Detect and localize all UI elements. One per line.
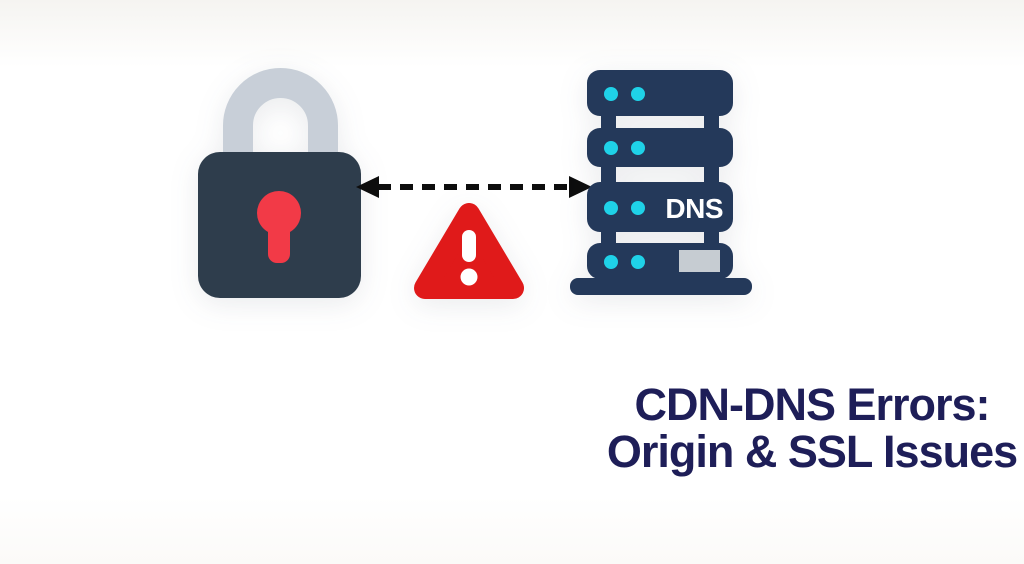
server-slab-1 (587, 70, 733, 116)
padlock-keyhole (257, 191, 301, 263)
warning-triangle-icon (414, 203, 524, 299)
dns-label: DNS (665, 193, 723, 224)
caption-line-2: Origin & SSL Issues (606, 426, 1018, 477)
caption-block: CDN-DNS Errors: Origin & SSL Issues (600, 381, 1024, 475)
arrow-head-left (356, 176, 379, 198)
exclamation-mark (460, 230, 478, 286)
dns-server-icon: DNS (570, 70, 752, 295)
server-base (570, 278, 752, 295)
server-slab-3 (587, 182, 733, 232)
server-led-dots (604, 87, 645, 269)
padlock-shackle (223, 68, 338, 167)
server-drive-panel (679, 250, 720, 272)
arrow-head-right (569, 176, 592, 198)
ssl-padlock-icon (198, 68, 361, 298)
caption-line-1: CDN-DNS Errors: (634, 379, 990, 430)
connection-arrow-icon (356, 176, 592, 198)
server-slab-2 (587, 128, 733, 167)
